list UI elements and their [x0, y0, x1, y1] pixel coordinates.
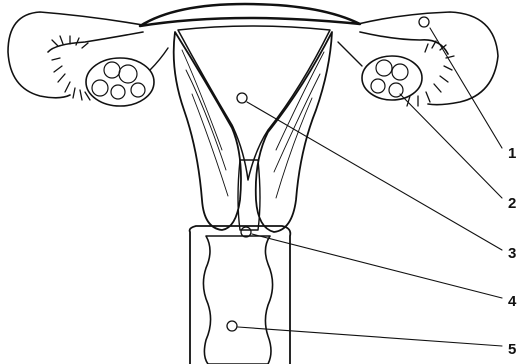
left-ovarian-ligament: [150, 48, 168, 70]
right-uterine-wall: [256, 32, 332, 232]
left-fimbriae: [52, 36, 90, 100]
vaginal-canal: [203, 236, 272, 364]
right-ovary: [362, 56, 422, 100]
label-5: 5: [508, 341, 516, 358]
label-1: 1: [508, 145, 516, 162]
leader-line-1: [430, 28, 502, 148]
label-3: 3: [508, 245, 516, 262]
leader-line-2: [400, 94, 502, 198]
right-ovarian-ligament: [338, 42, 362, 66]
left-ovary: [86, 58, 154, 106]
leader-line-5: [238, 327, 502, 346]
label-2: 2: [508, 195, 516, 212]
marker-5: [227, 321, 237, 331]
marker-1: [419, 17, 429, 27]
left-uterine-wall: [174, 32, 241, 230]
left-fallopian-tube: [8, 12, 143, 98]
marker-3: [237, 93, 247, 103]
label-4: 4: [508, 293, 517, 310]
uterine-fundus: [140, 4, 360, 26]
